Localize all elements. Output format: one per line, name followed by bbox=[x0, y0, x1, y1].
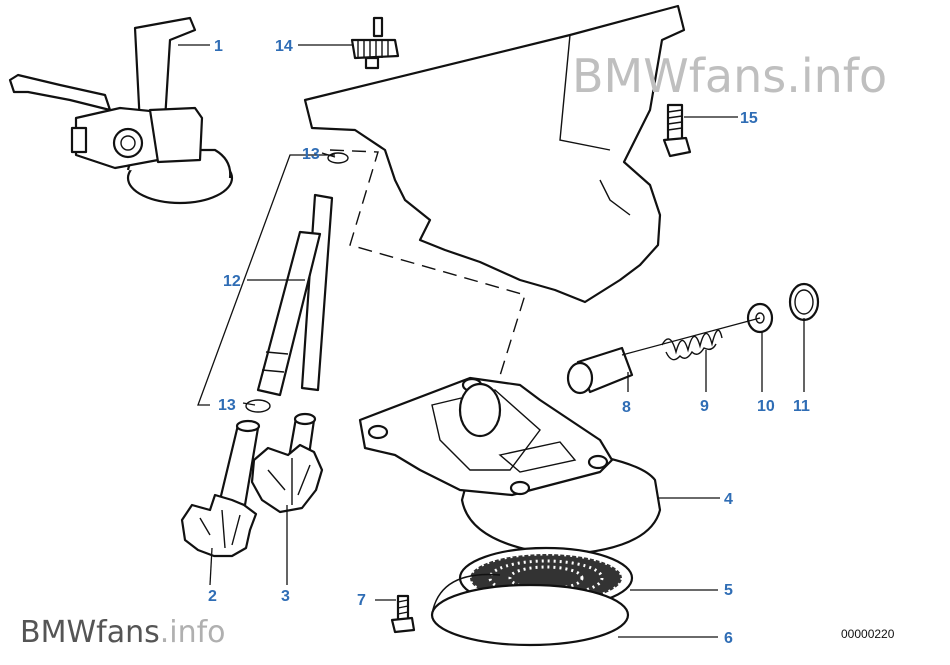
callout-13-bottom: 13 bbox=[218, 397, 236, 414]
part-11-circlip bbox=[788, 282, 820, 322]
part-10-washer bbox=[746, 302, 774, 334]
callout-8: 8 bbox=[622, 399, 631, 416]
watermark-bottom-brand: BMWfans bbox=[20, 615, 160, 650]
part-9-spring bbox=[661, 329, 723, 361]
callout-9: 9 bbox=[700, 398, 709, 415]
callout-1: 1 bbox=[214, 38, 223, 55]
callout-11: 11 bbox=[793, 398, 810, 415]
part-7-bolt bbox=[390, 594, 416, 634]
diagram-code: 00000220 bbox=[841, 627, 895, 641]
callout-4: 4 bbox=[724, 491, 733, 508]
callout-6: 6 bbox=[724, 630, 733, 647]
callout-7: 7 bbox=[357, 592, 366, 609]
callout-2: 2 bbox=[208, 588, 217, 605]
part-1-oil-pump-assembly bbox=[8, 16, 234, 205]
callout-labels: 1 14 15 13 12 13 8 9 10 11 4 2 3 5 7 6 bbox=[208, 38, 810, 647]
callout-13-top: 13 bbox=[302, 146, 320, 163]
leader-lines bbox=[178, 44, 805, 638]
watermark-bottom: BMWfans.info bbox=[20, 615, 226, 650]
part-6-strainer-cover bbox=[430, 573, 630, 647]
callout-12: 12 bbox=[223, 273, 241, 290]
callout-3: 3 bbox=[281, 588, 290, 605]
part-4-pump-housing bbox=[358, 376, 662, 557]
part-8-piston bbox=[566, 346, 634, 395]
part-13-circlip-bottom bbox=[245, 399, 271, 413]
callout-15: 15 bbox=[740, 110, 758, 127]
callout-5: 5 bbox=[724, 582, 733, 599]
callout-14: 14 bbox=[275, 38, 293, 55]
part-3-rotor-shaft bbox=[250, 412, 324, 514]
part-15-bolt bbox=[662, 103, 692, 158]
part-14-drive-gear bbox=[350, 16, 400, 70]
watermark-top: BMWfans.info bbox=[572, 49, 887, 103]
part-2-rotor-shaft bbox=[180, 419, 261, 558]
engine-block-outline bbox=[303, 4, 686, 304]
assembly-dashed-line bbox=[329, 149, 526, 441]
part-13-circlip-top bbox=[327, 152, 349, 164]
part-12-drive-shaft bbox=[256, 193, 334, 397]
watermark-bottom-suffix: .info bbox=[160, 615, 226, 650]
callout-10: 10 bbox=[757, 398, 775, 415]
